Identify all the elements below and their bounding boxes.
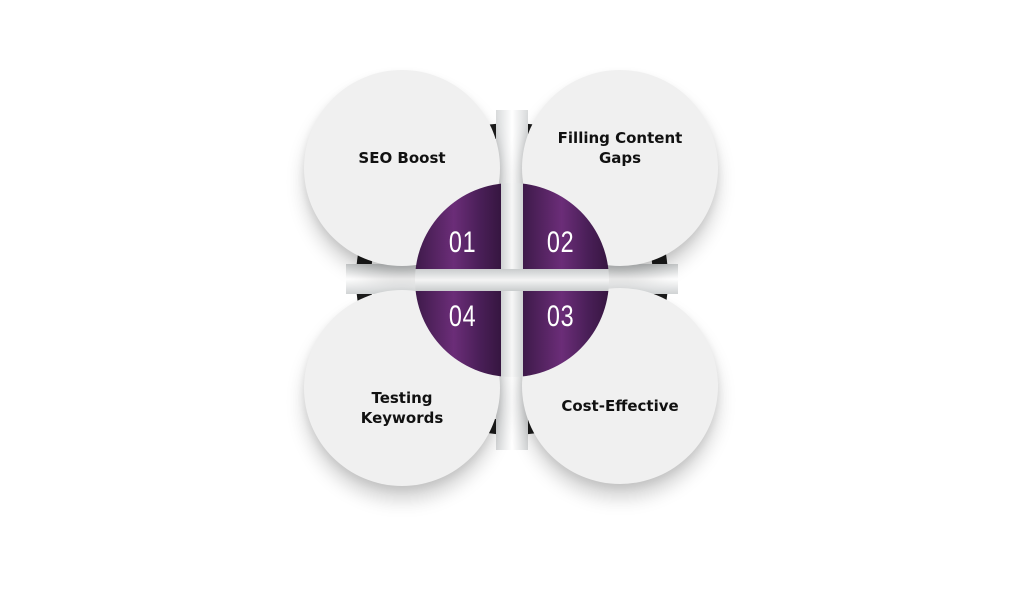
number-04: 04	[449, 300, 477, 333]
label-cost-effective: Cost-Effective	[561, 397, 679, 415]
quadrant-04: 04	[415, 291, 501, 377]
quadrant-03: 03	[523, 291, 609, 377]
number-03: 03	[547, 300, 575, 333]
quadrant-02: 02	[523, 183, 609, 269]
cross-horizontal-bar	[415, 269, 609, 291]
label-line-1: Filling Content	[557, 129, 683, 147]
label-line-1: Testing	[371, 389, 433, 407]
number-02: 02	[547, 226, 575, 259]
label-line-2: Keywords	[360, 409, 444, 427]
label-seo-boost: SEO Boost	[358, 149, 446, 167]
center-purple-circle: 01 02 04 03	[415, 183, 609, 377]
quadrant-01: 01	[415, 183, 501, 269]
label-line-2: Gaps	[598, 149, 642, 167]
number-01: 01	[449, 226, 477, 259]
